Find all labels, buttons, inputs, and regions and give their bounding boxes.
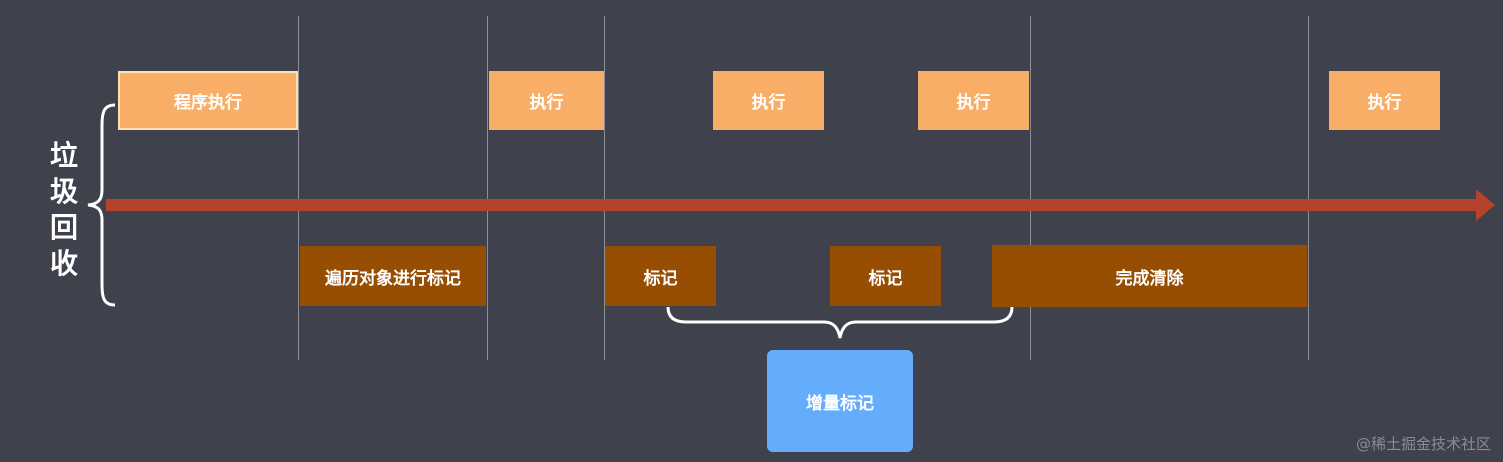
left-brace <box>87 103 116 307</box>
phase-divider <box>1308 16 1309 360</box>
execution-label: 执行 <box>1367 93 1402 113</box>
marking-label: 标记 <box>643 268 678 289</box>
marking-box: 标记 <box>830 246 941 306</box>
execution-box: 程序执行 <box>118 71 298 130</box>
phase-divider <box>487 16 488 360</box>
marking-label: 完成清除 <box>1115 268 1184 289</box>
execution-label: 程序执行 <box>174 93 242 113</box>
marking-label: 标记 <box>868 268 903 289</box>
execution-box: 执行 <box>1329 71 1440 130</box>
marking-box: 完成清除 <box>992 245 1307 307</box>
side-title-char: 收 <box>49 247 78 280</box>
phase-divider <box>1030 16 1031 360</box>
execution-box: 执行 <box>713 71 824 130</box>
execution-label: 执行 <box>751 93 786 113</box>
execution-label: 执行 <box>956 93 991 113</box>
side-title-char: 回 <box>49 211 78 244</box>
phase-divider <box>298 16 299 360</box>
side-title-char: 垃 <box>49 139 78 172</box>
timeline-arrow-head <box>1476 189 1495 221</box>
side-title-char: 圾 <box>49 175 78 208</box>
marking-box: 遍历对象进行标记 <box>300 246 486 306</box>
execution-box: 执行 <box>918 71 1029 130</box>
timeline-arrow-shaft <box>106 199 1480 211</box>
watermark: @稀土掘金技术社区 <box>1355 435 1491 453</box>
marking-box: 标记 <box>605 246 716 306</box>
incremental-marking-box: 增量标记 <box>767 350 913 452</box>
marking-label: 遍历对象进行标记 <box>325 268 461 289</box>
side-title: 垃 圾 回 收 <box>44 138 84 282</box>
execution-box: 执行 <box>489 71 604 130</box>
phase-divider <box>604 16 605 360</box>
execution-label: 执行 <box>529 93 564 113</box>
bottom-brace <box>666 306 1014 339</box>
incremental-marking-label: 增量标记 <box>806 393 874 414</box>
